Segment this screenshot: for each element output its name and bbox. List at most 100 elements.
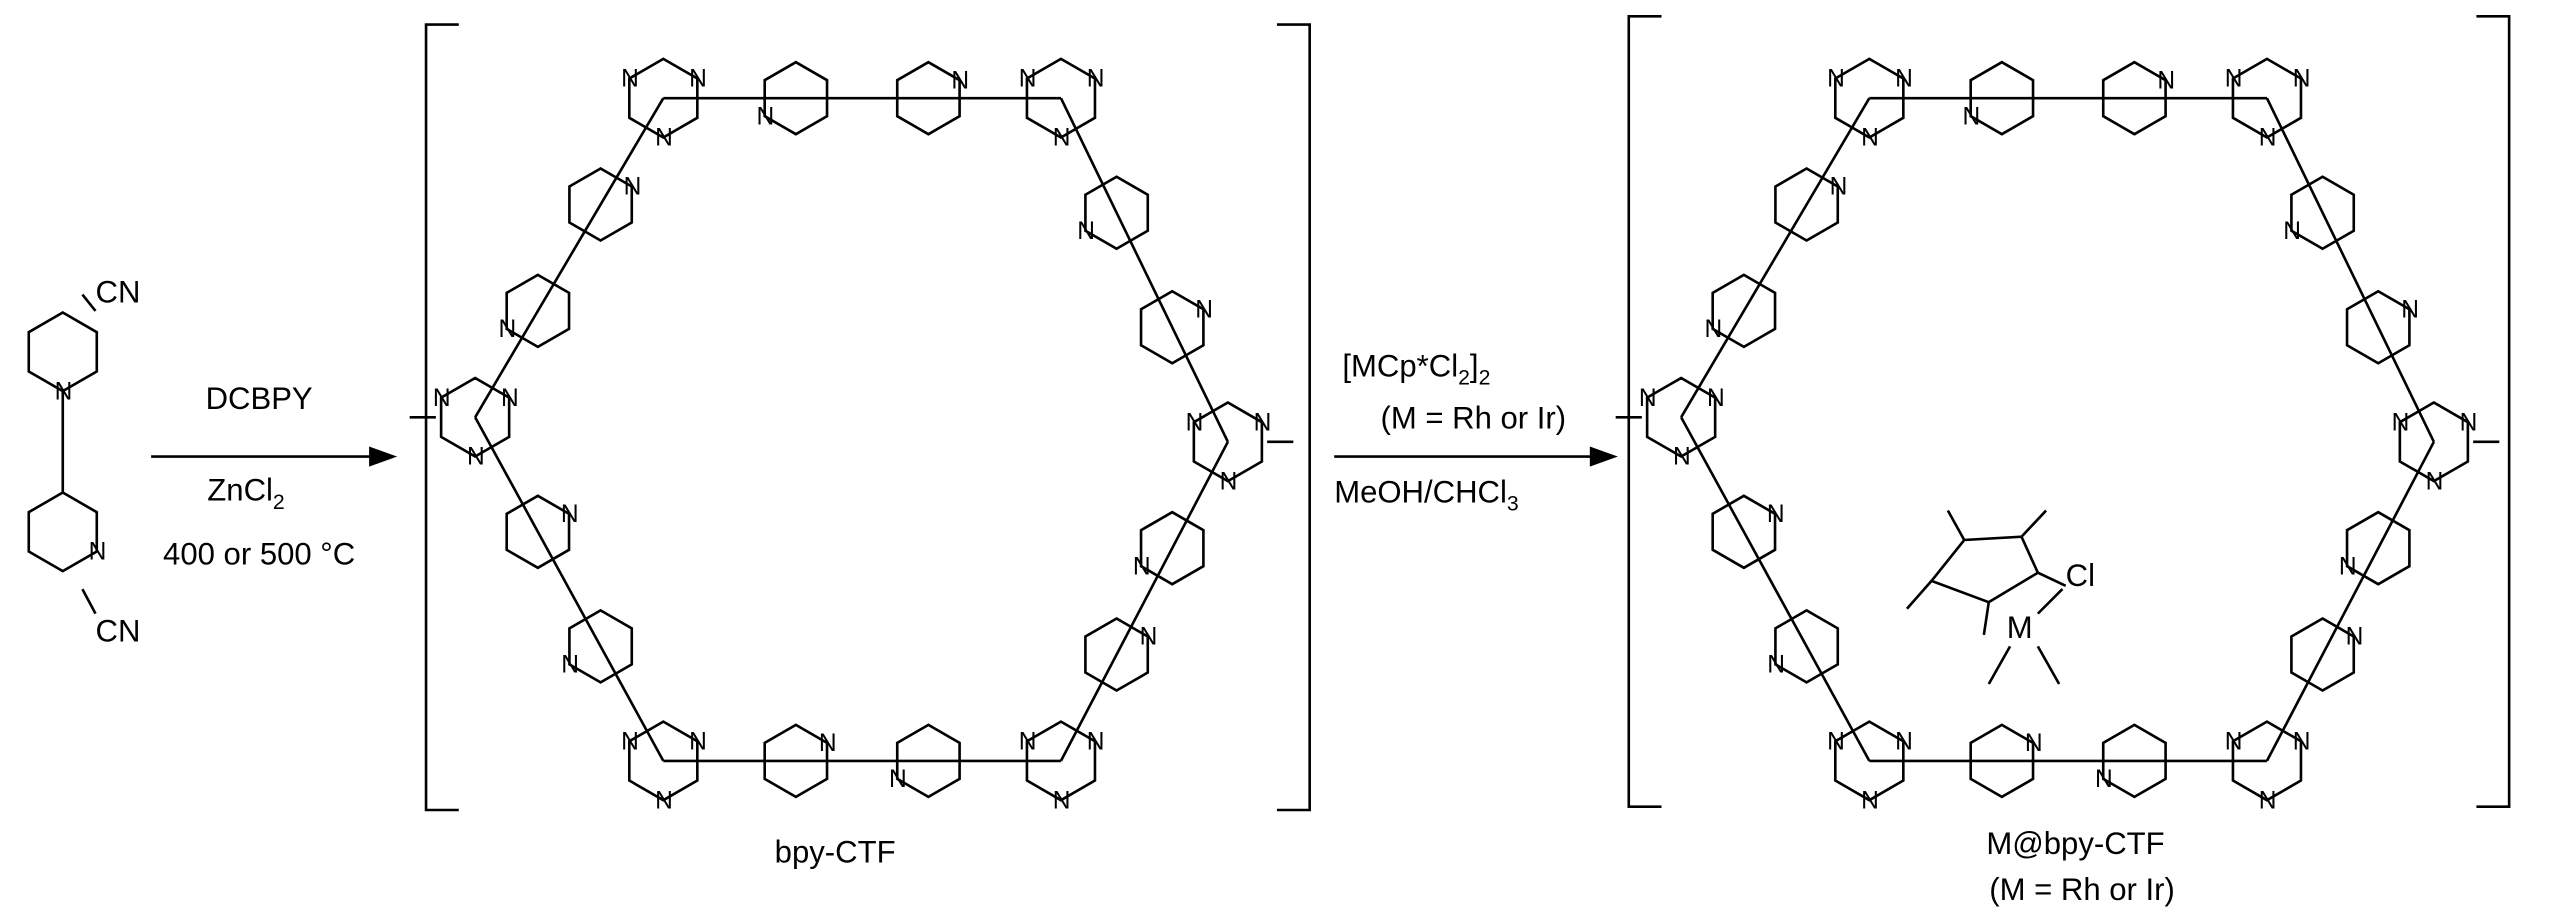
triazine-ring: [627, 57, 699, 139]
step1-conditions: 400 or 500 °C: [163, 537, 355, 572]
nitrogen-atom: N: [1019, 728, 1037, 755]
pyridine-ring: [1139, 510, 1205, 586]
cn-bond: [81, 588, 97, 615]
pyridine-ring: [2345, 289, 2411, 365]
pyridine-ring: [1969, 723, 2035, 799]
product1-label: bpy-CTF: [775, 834, 896, 869]
nitrogen-atom: N: [499, 316, 517, 343]
methyl-bond: [1982, 601, 1991, 636]
nitrogen-atom: N: [1705, 316, 1723, 343]
pyridine-ring: [505, 273, 571, 349]
nitrogen-atom: N: [1220, 468, 1238, 495]
pyridine-ring: [2290, 617, 2356, 693]
nitrogen-atom: N: [1767, 501, 1785, 528]
pyridine-ring: [2345, 510, 2411, 586]
nitrogen-atom: N: [2346, 624, 2364, 651]
triazine-ring: [1192, 401, 1264, 483]
pyridine-ring: [763, 723, 829, 799]
nitrogen-atom: N: [89, 539, 107, 566]
step1-catalyst: ZnCl2: [207, 473, 284, 514]
nitrogen-atom: N: [655, 125, 673, 152]
linker-bond: [1059, 97, 1230, 443]
pyridine-ring: [568, 167, 634, 243]
nitrogen-atom: N: [2157, 67, 2175, 94]
linker-bond: [1680, 97, 1871, 418]
nitrogen-atom: N: [1133, 553, 1151, 580]
nitrogen-atom: N: [2259, 787, 2277, 814]
cp-star-metal-complex: M Cl: [1905, 509, 2095, 685]
pyridine-ring: [27, 491, 99, 573]
pyridine-ring: [1711, 273, 1777, 349]
cn-bond: [81, 293, 97, 312]
nitrogen-atom: N: [1673, 444, 1691, 471]
pyridine-ring: [895, 60, 961, 136]
pyridine-ring: [1084, 617, 1150, 693]
nitrogen-atom: N: [1019, 66, 1037, 93]
nitrogen-atom: N: [561, 501, 579, 528]
m-n-bond: [1987, 645, 2012, 685]
triazine-ring: [2398, 401, 2470, 483]
nitrogen-atom: N: [2293, 66, 2311, 93]
triazine-ring: [1025, 57, 1097, 139]
nitrogen-atom: N: [889, 766, 907, 793]
methyl-bond: [1905, 580, 1933, 610]
nitrogen-atom: N: [2339, 553, 2357, 580]
bracket-left-2: [1627, 15, 1662, 809]
nitrogen-atom: N: [1830, 174, 1848, 201]
linker-bond: [1059, 441, 1230, 762]
pyridine-ring: [1774, 608, 1840, 684]
nitrogen-atom: N: [951, 67, 969, 94]
triazine-ring: [2231, 720, 2303, 802]
nitrogen-atom: N: [1195, 296, 1213, 323]
m-n-bond: [2036, 645, 2061, 685]
nitrogen-atom: N: [655, 787, 673, 814]
nitrogen-atom: N: [1077, 218, 1095, 245]
pyridine-ring: [1969, 60, 2035, 136]
linker-bond: [1679, 416, 1871, 762]
nitrogen-atom: N: [561, 652, 579, 679]
step1-reagent: DCBPY: [206, 381, 313, 416]
pyridine-ring: [2290, 175, 2356, 251]
nitrogen-atom: N: [2259, 125, 2277, 152]
nitrogen-atom: N: [1895, 728, 1913, 755]
nitrogen-atom: N: [2225, 728, 2243, 755]
nitrogen-atom: N: [501, 385, 519, 412]
nitrogen-atom: N: [624, 174, 642, 201]
triazine-ring: [439, 376, 511, 459]
product2-label: M@bpy-CTF: [1986, 826, 2164, 861]
nitrogen-atom: N: [689, 66, 707, 93]
nitrogen-atom: N: [757, 103, 775, 130]
nitrogen-atom: N: [1087, 728, 1105, 755]
nitrogen-atom: N: [433, 385, 451, 412]
triazine-ring: [1025, 720, 1097, 802]
step2-metal-note: (M = Rh or Ir): [1381, 401, 1567, 436]
nitrogen-atom: N: [1963, 103, 1981, 130]
nitrogen-atom: N: [2095, 766, 2113, 793]
pyridine-ring: [1084, 175, 1150, 251]
nitrogen-atom: N: [1827, 728, 1845, 755]
cp-star-ring: [1929, 535, 2040, 604]
nitrogen-atom: N: [467, 444, 485, 471]
nitrogen-atom: N: [2401, 296, 2419, 323]
nitrogen-atom: N: [1087, 66, 1105, 93]
step2-solvent: MeOH/CHCl3: [1334, 474, 1518, 515]
chloride-label: Cl: [2066, 558, 2095, 593]
nitrogen-atom: N: [1895, 66, 1913, 93]
triazine-ring: [627, 720, 699, 802]
nitrogen-atom: N: [1639, 385, 1657, 412]
triazine-ring: [2231, 57, 2303, 139]
nitrogen-atom: N: [2283, 218, 2301, 245]
nitrogen-atom: N: [1707, 385, 1725, 412]
nitrogen-atom: N: [1053, 787, 1071, 814]
nitrogen-atom: N: [2225, 66, 2243, 93]
pyridine-ring: [1774, 167, 1840, 243]
pyridine-ring: [763, 60, 829, 136]
arrowhead-1: [369, 446, 398, 467]
nitrogen-atom: N: [1140, 624, 1158, 651]
cn-label-top: CN: [95, 275, 140, 310]
step2-reagent: [MCp*Cl2]2: [1342, 348, 1490, 389]
triazine-ring: [1833, 57, 1905, 139]
